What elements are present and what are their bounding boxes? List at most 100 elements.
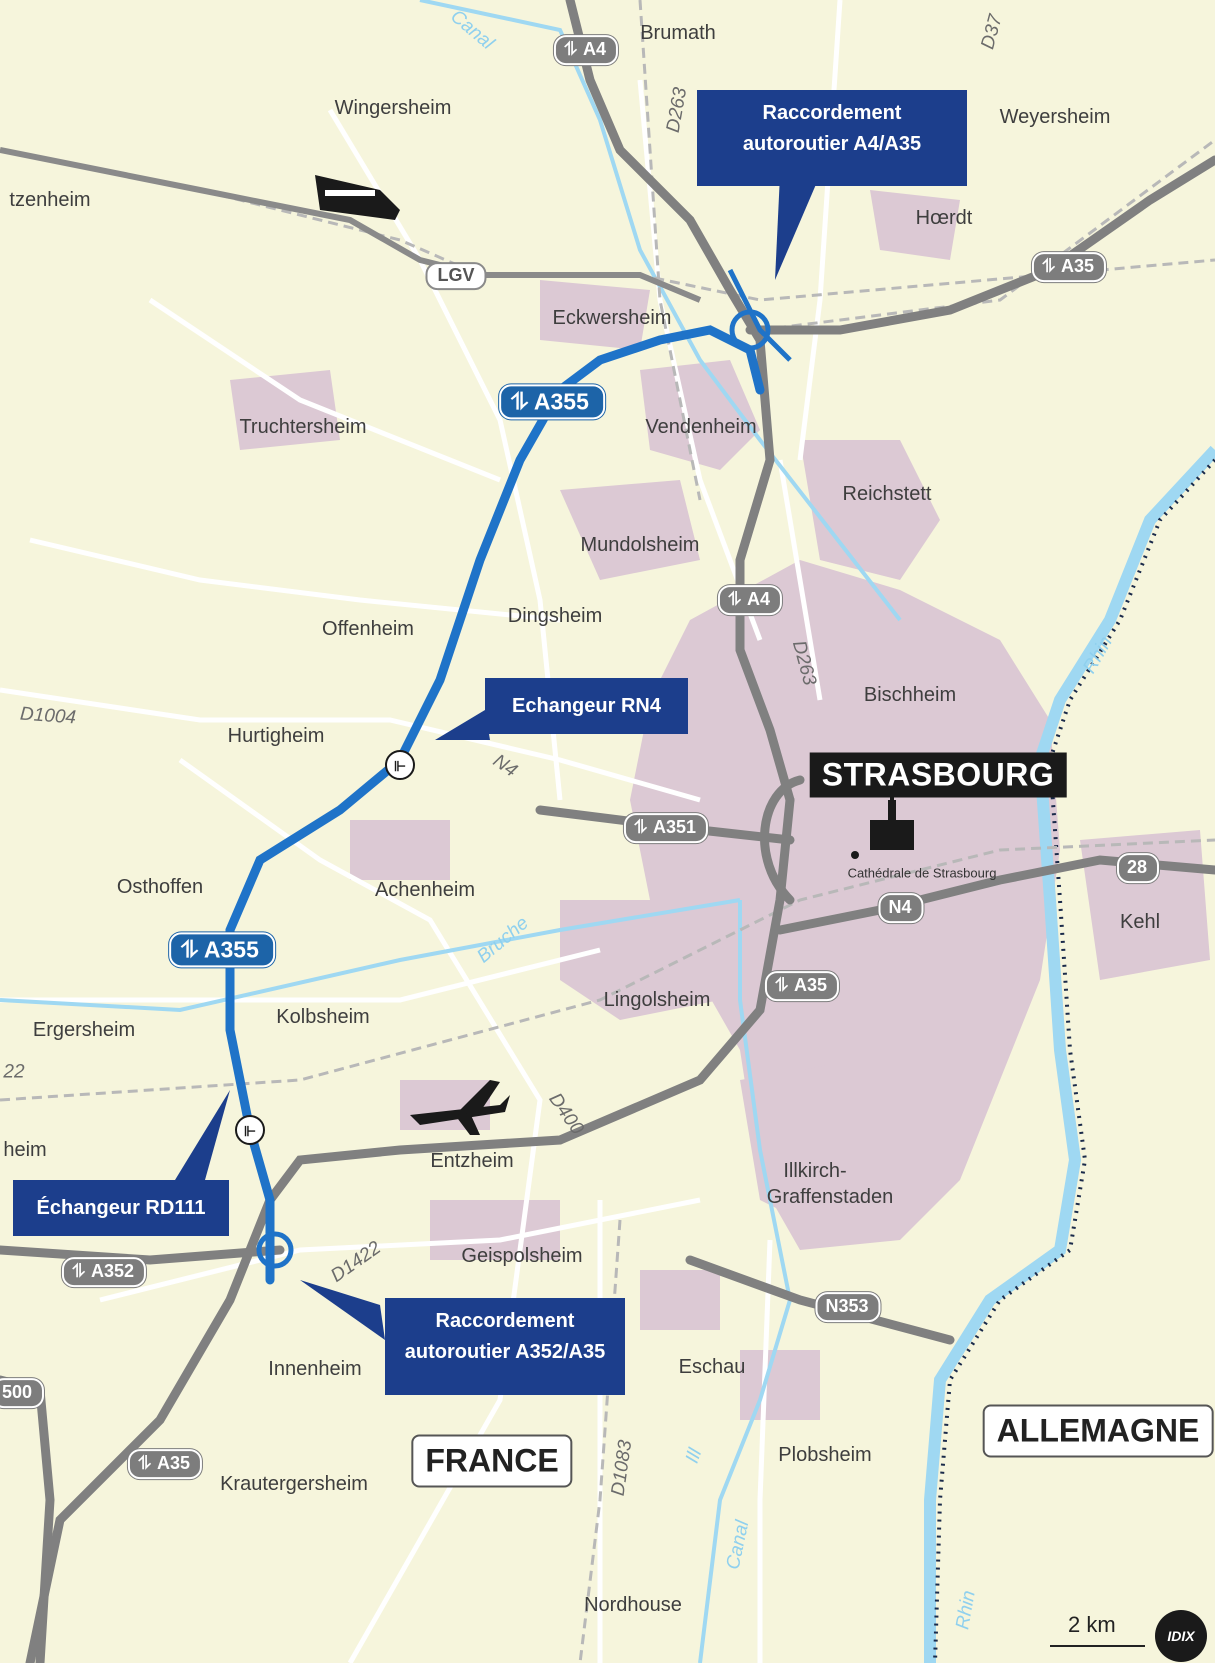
- shield-route-28: 28: [1116, 853, 1160, 883]
- town-eschau: Eschau: [678, 1356, 746, 1378]
- callout-a4-a35-line1: Raccordement: [762, 102, 902, 124]
- callout-rn4: Echangeur RN4: [485, 678, 688, 734]
- scale-label: 2 km: [1068, 1612, 1116, 1637]
- town-eckwersheim: Eckwersheim: [552, 307, 672, 329]
- motorway-icon: ⥮: [71, 1261, 86, 1282]
- scale-bar: [1050, 1645, 1145, 1647]
- town-kolbsheim: Kolbsheim: [276, 1006, 370, 1028]
- town-plobsheim: Plobsheim: [778, 1444, 872, 1466]
- urban-plobsheim: [740, 1350, 820, 1420]
- exit-marker-rn4: ⊩: [385, 750, 415, 780]
- bruche-river: [0, 898, 741, 1013]
- town-hoerdt: Hœrdt: [915, 207, 973, 229]
- motorway-a35-north: [745, 155, 1215, 335]
- motorway-icon: ⥮: [181, 936, 198, 963]
- shield-n4: N4: [878, 893, 924, 923]
- town-heim: heim: [3, 1139, 47, 1161]
- motorway-a355-new: [225, 325, 765, 1285]
- exit-marker-rd111: ⊩: [235, 1115, 265, 1145]
- motorway-n353: [685, 1255, 955, 1345]
- town-innenheim: Innenheim: [268, 1358, 362, 1380]
- country-france: FRANCE: [411, 1434, 573, 1488]
- shield-a352: ⥮A352: [61, 1257, 147, 1287]
- motorway-a352: [0, 1245, 285, 1265]
- town-graffenstaden: Graffenstaden: [766, 1186, 894, 1208]
- urban-areas: [230, 190, 1210, 1420]
- urban-strasbourg: [630, 560, 1060, 1250]
- town-entzheim: Entzheim: [430, 1150, 514, 1172]
- urban-hoerdt: [870, 190, 960, 260]
- train-icon: [315, 175, 400, 220]
- town-geispolsheim: Geispolsheim: [461, 1245, 583, 1267]
- interchange-a4-a35: [727, 268, 792, 362]
- town-hurtigheim: Hurtigheim: [227, 725, 325, 747]
- motorway-icon: ⥮: [774, 975, 789, 996]
- motorway-icon: ⥮: [563, 39, 578, 60]
- town-vendenheim: Vendenheim: [645, 416, 757, 438]
- town-weyersheim: Weyersheim: [999, 106, 1111, 128]
- motorway-icon: ⥮: [511, 388, 528, 415]
- town-brumath: Brumath: [640, 22, 716, 44]
- town-krautergersheim: Krautergersheim: [220, 1473, 368, 1495]
- town-ergersheim: Ergersheim: [32, 1019, 136, 1041]
- svg-text:⊩: ⊩: [394, 758, 406, 774]
- urban-reichstett: [800, 440, 940, 580]
- callout-a4-a35-line2: autoroutier A4/A35: [742, 133, 922, 155]
- callout-a352-a35-line1: Raccordement: [435, 1310, 575, 1332]
- town-nordhouse: Nordhouse: [584, 1594, 682, 1616]
- interchange-a352-a35: [256, 1231, 294, 1269]
- callout-a4-a35: Raccordement autoroutier A4/A35: [697, 90, 967, 186]
- town-kehl: Kehl: [1119, 911, 1161, 933]
- road-label-d1004: D1004: [19, 703, 77, 729]
- town-dingsheim: Dingsheim: [507, 605, 603, 627]
- town-wingersheim: Wingersheim: [334, 97, 452, 119]
- shield-a35-northeast: ⥮A35: [1031, 252, 1107, 282]
- airplane-icon: [410, 1080, 510, 1135]
- town-reichstett: Reichstett: [842, 483, 932, 505]
- town-tzenheim: tzenheim: [9, 189, 91, 211]
- shield-a4-mid: ⥮A4: [717, 585, 783, 615]
- shield-a351: ⥮A351: [623, 813, 709, 843]
- city-strasbourg: STRASBOURG: [809, 752, 1067, 798]
- motorway-500-west: [0, 1375, 55, 1663]
- town-truchtersheim: Truchtersheim: [239, 416, 367, 438]
- urban-achenheim: [350, 820, 450, 880]
- motorway-icon: ⥮: [137, 1453, 152, 1474]
- shield-a355-north: ⥮A355: [499, 384, 605, 420]
- town-achenheim: Achenheim: [374, 879, 476, 901]
- callout-rd111: Échangeur RD111: [13, 1180, 229, 1236]
- motorway-a35-south: [25, 795, 795, 1663]
- lgv-line: [0, 147, 702, 303]
- urban-geispolsheim: [430, 1200, 560, 1260]
- urban-truchtersheim: [230, 370, 340, 450]
- road-label-22: 22: [3, 1061, 25, 1083]
- callout-a352-a35-line2: autoroutier A352/A35: [404, 1341, 606, 1363]
- urban-vendenheim: [640, 360, 760, 470]
- shield-lgv: LGV: [425, 262, 487, 290]
- shield-a35-mid: ⥮A35: [764, 971, 840, 1001]
- callout-a352-a35: Raccordement autoroutier A352/A35: [385, 1298, 625, 1395]
- urban-eschau: [640, 1270, 720, 1330]
- motorway-icon: ⥮: [727, 589, 742, 610]
- rhine-river: [924, 445, 1215, 1663]
- town-mundolsheim: Mundolsheim: [580, 534, 700, 556]
- town-osthoffen: Osthoffen: [116, 876, 204, 898]
- urban-eckwersheim: [540, 280, 650, 350]
- urban-lingolsheim: [560, 900, 720, 1020]
- motorway-icon: ⥮: [633, 817, 648, 838]
- town-lingolsheim: Lingolsheim: [603, 989, 711, 1011]
- town-bischheim: Bischheim: [863, 684, 957, 706]
- country-germany: ALLEMAGNE: [982, 1404, 1214, 1458]
- shield-a355-south: ⥮A355: [169, 932, 275, 968]
- motorway-icon: ⥮: [1041, 256, 1056, 277]
- secondary-roads: [0, 0, 843, 1663]
- shield-n353: N353: [815, 1292, 881, 1322]
- svg-text:⊩: ⊩: [244, 1123, 256, 1139]
- idix-logo: IDIX: [1155, 1610, 1207, 1662]
- callout-pointers: [175, 175, 820, 1340]
- motorway-a4: [565, 0, 795, 805]
- road-label-500: 500: [0, 1378, 45, 1408]
- urban-mundolsheim: [560, 480, 700, 580]
- town-offenheim: Offenheim: [322, 618, 414, 640]
